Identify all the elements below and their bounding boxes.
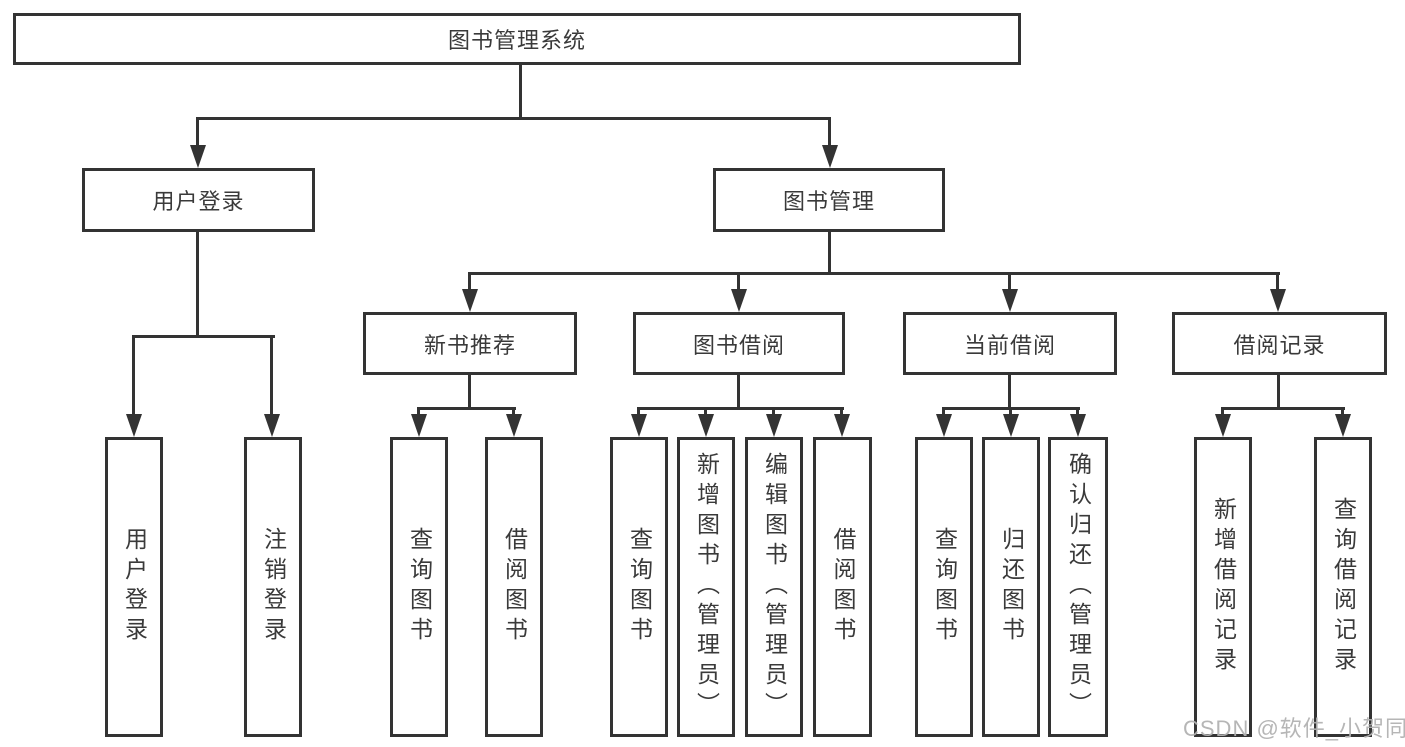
leaf-current-query-books: 查询图书 — [915, 437, 973, 737]
connector-login-hbar — [132, 335, 275, 338]
node-book-borrow-label: 图书借阅 — [692, 332, 785, 358]
arrow-down-icon — [936, 414, 952, 437]
arrow-down-icon — [1070, 414, 1086, 437]
connector-mgmt-stem-4 — [1276, 272, 1279, 292]
connector-recommend-hbar — [417, 407, 516, 410]
connector-login-drop — [196, 232, 199, 338]
arrow-down-icon — [766, 414, 782, 437]
connector-borrow-hbar — [637, 407, 844, 410]
connector-mgmt-stem-3 — [1008, 272, 1011, 292]
leaf-confirm-return-admin-label: 确认归还（管理员） — [1065, 452, 1092, 722]
node-new-book-recommend-label: 新书推荐 — [423, 332, 516, 358]
connector-root-stem-right — [828, 117, 831, 157]
connector-root-drop — [519, 64, 522, 119]
connector-root-stem-left — [196, 117, 199, 157]
node-book-borrow: 图书借阅 — [633, 312, 845, 375]
leaf-return-books: 归还图书 — [982, 437, 1040, 737]
connector-current-drop — [1008, 375, 1011, 410]
leaf-user-login-label: 用户登录 — [121, 527, 148, 647]
arrow-down-icon — [631, 414, 647, 437]
connector-records-hbar — [1221, 407, 1345, 410]
connector-borrow-drop — [737, 375, 740, 410]
leaf-logout: 注销登录 — [244, 437, 302, 737]
arrow-down-icon — [190, 145, 206, 168]
node-new-book-recommend: 新书推荐 — [363, 312, 577, 375]
leaf-recommend-borrow-books: 借阅图书 — [485, 437, 543, 737]
leaf-query-borrow-record: 查询借阅记录 — [1314, 437, 1372, 737]
arrow-down-icon — [126, 414, 142, 437]
arrow-down-icon — [731, 289, 747, 312]
connector-records-drop — [1277, 375, 1280, 410]
node-borrow-records-label: 借阅记录 — [1233, 332, 1326, 358]
arrow-down-icon — [1335, 414, 1351, 437]
leaf-logout-label: 注销登录 — [260, 527, 287, 647]
arrow-down-icon — [1002, 289, 1018, 312]
connector-mgmt-stem-1 — [468, 272, 471, 292]
leaf-user-login: 用户登录 — [105, 437, 163, 737]
node-current-borrow-label: 当前借阅 — [963, 332, 1056, 358]
connector-recommend-drop — [468, 375, 471, 410]
node-book-management-label: 图书管理 — [782, 189, 875, 214]
node-user-login-group: 用户登录 — [82, 168, 315, 232]
arrow-down-icon — [264, 414, 280, 437]
node-user-login-group-label: 用户登录 — [152, 189, 245, 214]
arrow-down-icon — [506, 414, 522, 437]
leaf-borrow-books-label: 借阅图书 — [830, 527, 856, 647]
connector-mgmt-hbar — [468, 272, 1280, 275]
arrow-down-icon — [1003, 414, 1019, 437]
arrow-down-icon — [462, 289, 478, 312]
arrow-down-icon — [822, 145, 838, 168]
leaf-add-books-admin-label: 新增图书（管理员） — [693, 452, 720, 722]
leaf-return-books-label: 归还图书 — [998, 527, 1025, 647]
node-borrow-records: 借阅记录 — [1172, 312, 1387, 375]
leaf-query-borrow-record-label: 查询借阅记录 — [1330, 497, 1357, 677]
leaf-confirm-return-admin: 确认归还（管理员） — [1048, 437, 1108, 737]
node-root-label: 图书管理系统 — [447, 28, 586, 53]
csdn-watermark: CSDN @软件_小贺同学 — [1183, 716, 1405, 741]
connector-login-stem-1 — [132, 335, 135, 415]
connector-login-stem-2 — [270, 335, 273, 415]
leaf-edit-books-admin: 编辑图书（管理员） — [745, 437, 803, 737]
node-root: 图书管理系统 — [13, 13, 1021, 65]
arrow-down-icon — [1270, 289, 1286, 312]
arrow-down-icon — [1215, 414, 1231, 437]
leaf-borrow-query-books-label: 查询图书 — [626, 527, 653, 647]
connector-mgmt-drop — [828, 232, 831, 275]
node-current-borrow: 当前借阅 — [903, 312, 1117, 375]
leaf-current-query-books-label: 查询图书 — [931, 527, 958, 647]
leaf-add-books-admin: 新增图书（管理员） — [677, 437, 735, 737]
arrow-down-icon — [411, 414, 427, 437]
connector-root-hbar — [197, 117, 831, 120]
node-book-management: 图书管理 — [713, 168, 945, 232]
leaf-add-borrow-record: 新增借阅记录 — [1194, 437, 1252, 737]
arrow-down-icon — [698, 414, 714, 437]
leaf-add-borrow-record-label: 新增借阅记录 — [1210, 497, 1237, 677]
leaf-borrow-query-books: 查询图书 — [610, 437, 668, 737]
leaf-recommend-query-books-label: 查询图书 — [406, 527, 433, 647]
connector-mgmt-stem-2 — [737, 272, 740, 292]
leaf-borrow-books: 借阅图书 — [813, 437, 872, 737]
leaf-recommend-query-books: 查询图书 — [390, 437, 448, 737]
leaf-recommend-borrow-books-label: 借阅图书 — [501, 527, 528, 647]
arrow-down-icon — [834, 414, 850, 437]
leaf-edit-books-admin-label: 编辑图书（管理员） — [761, 452, 788, 722]
